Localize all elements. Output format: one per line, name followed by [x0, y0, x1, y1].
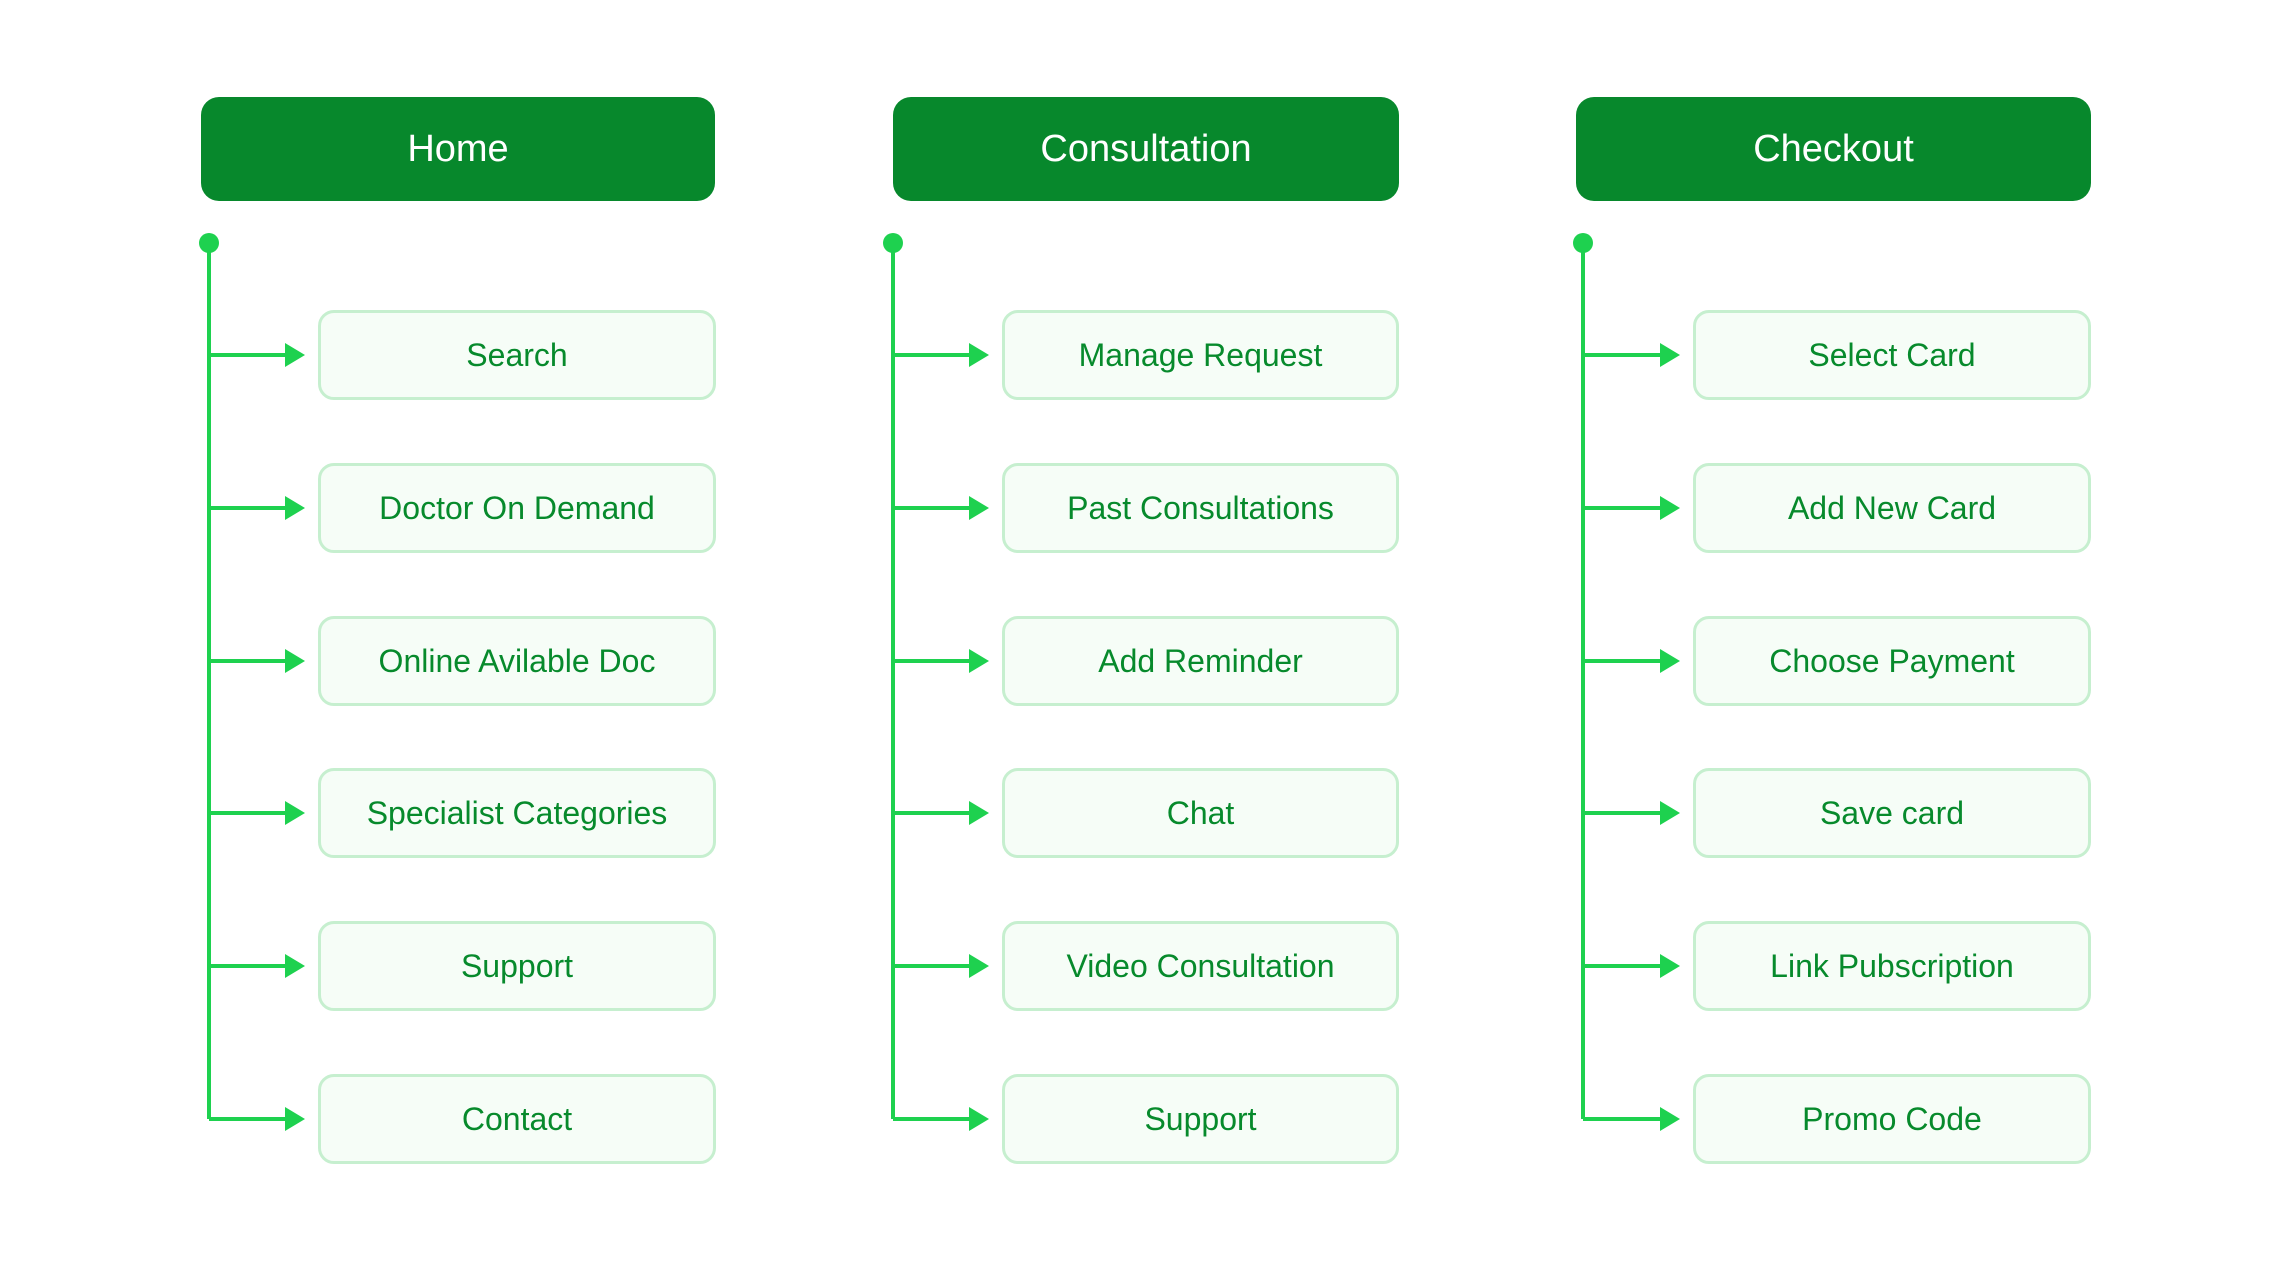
- arrowhead-icon: [285, 1107, 305, 1131]
- arrowhead-icon: [1660, 343, 1680, 367]
- arrowhead-icon: [969, 343, 989, 367]
- arrowhead-icon: [285, 649, 305, 673]
- item-select-card[interactable]: Select Card: [1693, 310, 2091, 400]
- item-choose-payment[interactable]: Choose Payment: [1693, 616, 2091, 706]
- header-consultation[interactable]: Consultation: [893, 97, 1399, 201]
- item-online-available-doc[interactable]: Online Avilable Doc: [318, 616, 716, 706]
- arrowhead-icon: [969, 1107, 989, 1131]
- arrowhead-icon: [285, 954, 305, 978]
- item-specialist-categories[interactable]: Specialist Categories: [318, 768, 716, 858]
- header-home[interactable]: Home: [201, 97, 715, 201]
- arrowhead-icon: [969, 496, 989, 520]
- item-support-consultation[interactable]: Support: [1002, 1074, 1399, 1164]
- tree-root-dot-checkout: [1573, 233, 1593, 253]
- item-chat[interactable]: Chat: [1002, 768, 1399, 858]
- tree-root-dot-home: [199, 233, 219, 253]
- item-link-pubscription[interactable]: Link Pubscription: [1693, 921, 2091, 1011]
- item-save-card[interactable]: Save card: [1693, 768, 2091, 858]
- item-contact[interactable]: Contact: [318, 1074, 716, 1164]
- arrowhead-icon: [1660, 1107, 1680, 1131]
- arrowhead-icon: [285, 496, 305, 520]
- arrowhead-icon: [1660, 649, 1680, 673]
- item-support[interactable]: Support: [318, 921, 716, 1011]
- arrowhead-icon: [1660, 954, 1680, 978]
- tree-root-dot-consultation: [883, 233, 903, 253]
- header-checkout[interactable]: Checkout: [1576, 97, 2091, 201]
- arrowhead-icon: [285, 801, 305, 825]
- arrowhead-icon: [969, 954, 989, 978]
- arrowhead-icon: [285, 343, 305, 367]
- arrowhead-icon: [969, 801, 989, 825]
- item-doctor-on-demand[interactable]: Doctor On Demand: [318, 463, 716, 553]
- arrowhead-icon: [1660, 496, 1680, 520]
- item-add-reminder[interactable]: Add Reminder: [1002, 616, 1399, 706]
- item-search[interactable]: Search: [318, 310, 716, 400]
- item-past-consultations[interactable]: Past Consultations: [1002, 463, 1399, 553]
- item-add-new-card[interactable]: Add New Card: [1693, 463, 2091, 553]
- item-manage-request[interactable]: Manage Request: [1002, 310, 1399, 400]
- item-promo-code[interactable]: Promo Code: [1693, 1074, 2091, 1164]
- arrowhead-icon: [969, 649, 989, 673]
- item-video-consultation[interactable]: Video Consultation: [1002, 921, 1399, 1011]
- arrowhead-icon: [1660, 801, 1680, 825]
